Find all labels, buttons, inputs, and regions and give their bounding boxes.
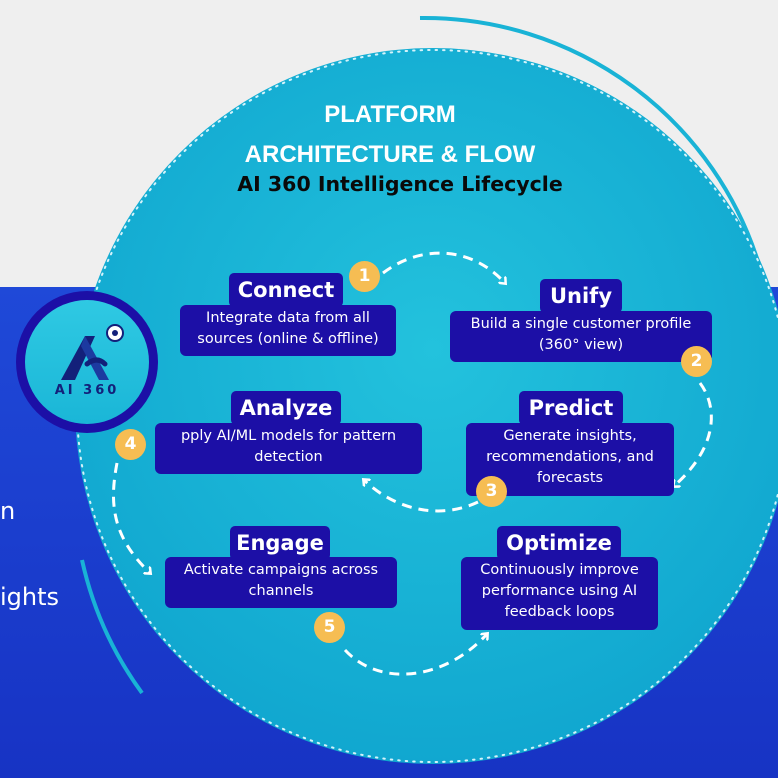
step-engage-title: Engage <box>230 526 330 560</box>
step-connect-description: Integrate data from all sources (online … <box>180 305 396 356</box>
logo-inner-circle: AI 360 <box>25 300 149 424</box>
step-analyze-title: Analyze <box>231 391 341 425</box>
step-badge-5: 5 <box>314 612 345 643</box>
step-badge-4: 4 <box>115 429 146 460</box>
step-unify-description: Build a single customer profile (360° vi… <box>450 311 712 362</box>
step-connect-title: Connect <box>229 273 343 307</box>
ai360-logo: AI 360 <box>16 291 158 433</box>
step-predict-title: Predict <box>519 391 623 425</box>
step-badge-1: 1 <box>349 261 380 292</box>
step-analyze-description: pply AI/ML models for pattern detection <box>155 423 422 474</box>
outer-arc-left <box>80 559 144 695</box>
title-line-2: ARCHITECTURE & FLOW <box>244 141 536 168</box>
side-text-line-2: ights <box>0 583 60 611</box>
diagram-subtitle: AI 360 Intelligence Lifecycle <box>237 172 563 196</box>
arrow-analyze-to-engage <box>112 462 150 573</box>
step-badge-2: 2 <box>681 346 712 377</box>
arrow-predict-to-analyze <box>364 480 479 513</box>
title-line-1: PLATFORM <box>324 101 456 128</box>
step-unify-title: Unify <box>540 279 622 313</box>
step-optimize-description: Continuously improve performance using A… <box>461 557 658 630</box>
logo-mark-icon <box>61 324 124 380</box>
arrow-engage-to-optimize <box>343 634 487 676</box>
logo-text: AI 360 <box>54 383 120 398</box>
step-optimize-title: Optimize <box>497 526 621 560</box>
step-badge-3: 3 <box>476 476 507 507</box>
step-engage-description: Activate campaigns across channels <box>165 557 397 608</box>
outer-arc-top-right <box>419 15 762 269</box>
side-text-line-1: n <box>0 497 16 525</box>
